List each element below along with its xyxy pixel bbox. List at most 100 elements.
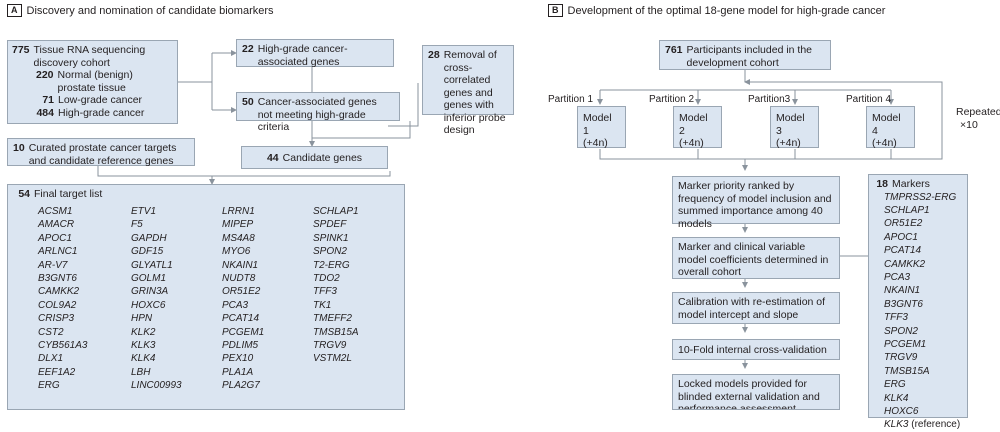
step-locked-models: Locked models provided for blinded exter… (672, 374, 840, 410)
participants-label: Participants included in the development… (686, 44, 813, 69)
gene: COL9A2 (38, 299, 77, 311)
non-high-grade-label: Cancer-associated genes not meeting high… (257, 96, 377, 133)
gene: CRISP3 (38, 313, 75, 325)
panel-b-header: B Development of the optimal 18-gene mod… (548, 4, 885, 17)
step-text: Locked models provided for blinded exter… (678, 378, 820, 410)
gene: MYO6 (222, 246, 251, 258)
step-text: 10-Fold internal cross-validation (678, 344, 827, 356)
gene: CYB561A3 (38, 340, 88, 352)
panel-b-letter: B (548, 4, 563, 17)
gene: TRGV9 (313, 340, 347, 352)
marker-gene: ERG (884, 379, 906, 391)
gene: HPN (131, 313, 153, 325)
removal-count: 28 (428, 49, 440, 61)
gene: PLA2G7 (222, 380, 260, 392)
participants-count: 761 (665, 44, 683, 56)
gene: SPINK1 (313, 232, 349, 244)
high-grade-genes-label: High-grade cancer-associated genes (257, 43, 348, 68)
panel-a-letter: A (7, 4, 22, 17)
non-high-grade-count: 50 (242, 96, 254, 108)
marker-gene: OR51E2 (884, 218, 923, 230)
gene: NUDT8 (222, 273, 256, 285)
gene: SPDEF (313, 219, 347, 231)
gene: GAPDH (131, 232, 167, 244)
gene: ARLNC1 (38, 246, 78, 258)
gene: HOXC6 (131, 299, 166, 311)
markers-count: 18 (876, 178, 888, 190)
gene: KLK2 (131, 326, 156, 338)
marker-gene: TFF3 (884, 312, 908, 324)
model-sub: (+4n) (583, 137, 608, 149)
marker-gene: APOC1 (884, 231, 918, 243)
normal-count: 220 (36, 69, 54, 81)
marker-gene: HOXC6 (884, 406, 919, 417)
gene: CST2 (38, 326, 64, 338)
discovery-total-label: Tissue RNA sequencing discovery cohort (33, 44, 146, 69)
step-calibration: Calibration with re-estimation of model … (672, 292, 840, 324)
panel-a-title: Discovery and nomination of candidate bi… (26, 4, 274, 17)
marker-gene: SPON2 (884, 325, 918, 337)
partition-label-3: Partition3 (748, 94, 791, 105)
candidate-genes-label: Candidate genes (282, 152, 363, 164)
gene: TDO2 (313, 273, 340, 285)
gene-column-3: LRRN1 MIPEP MS4A8 MYO6 NKAIN1 NUDT8 OR51… (222, 205, 264, 393)
gene: LRRN1 (222, 206, 255, 217)
marker-gene: CAMKK2 (884, 258, 926, 270)
marker-gene: KLK4 (884, 392, 909, 404)
gene: GRIN3A (131, 286, 169, 298)
reference-gene-row: KLK3 (reference) (884, 418, 962, 431)
gene-column-1: ACSM1 AMACR APOC1 ARLNC1 AR-V7 B3GNT6 CA… (38, 205, 87, 393)
gene: B3GNT6 (38, 273, 77, 285)
curated-count: 10 (13, 142, 25, 154)
gene: OR51E2 (222, 286, 261, 298)
gene: TFF3 (313, 286, 337, 298)
gene: APOC1 (38, 232, 72, 244)
low-grade-label: Low-grade cancer (58, 94, 143, 106)
gene: ETV1 (131, 206, 157, 217)
markers-label: Markers (892, 178, 930, 190)
model-box-1: Model 1 (+4n) (577, 106, 626, 149)
marker-gene: NKAIN1 (884, 285, 921, 297)
gene: KLK3 (131, 340, 156, 352)
model-name: Model 4 (872, 112, 901, 137)
low-grade-count: 71 (42, 94, 54, 106)
gene: EEF1A2 (38, 366, 76, 378)
gene: ACSM1 (38, 206, 73, 217)
marker-gene: SCHLAP1 (884, 204, 930, 216)
gene: CAMKK2 (38, 286, 80, 298)
gene: PLA1A (222, 366, 254, 378)
marker-gene: B3GNT6 (884, 298, 923, 310)
model-name: Model 3 (776, 112, 805, 137)
step-coefficients: Marker and clinical variable model coeff… (672, 237, 840, 279)
reference-note: (reference) (911, 419, 961, 431)
step-text: Calibration with re-estimation of model … (678, 296, 826, 321)
marker-gene: PCA3 (884, 271, 911, 283)
gene: ERG (38, 380, 60, 392)
gene: KLK4 (131, 353, 156, 365)
gene: GOLM1 (131, 273, 167, 285)
model-box-4: Model 4 (+4n) (866, 106, 915, 149)
model-sub: (+4n) (776, 137, 801, 149)
gene: PCGEM1 (222, 326, 265, 338)
model-sub: (+4n) (679, 137, 704, 149)
gene: AR-V7 (38, 259, 68, 271)
high-grade-label: High-grade cancer (58, 106, 145, 119)
marker-gene: PCAT14 (884, 245, 922, 257)
gene: PDLIM5 (222, 340, 259, 352)
removal-label: Removal of cross-correlated genes and ge… (443, 49, 506, 136)
final-target-label: Final target list (34, 188, 103, 200)
step-text: Marker and clinical variable model coeff… (678, 241, 829, 278)
repeated-label: Repeated ×10 (956, 106, 1000, 132)
model-name: Model 1 (583, 112, 612, 137)
gene: F5 (131, 219, 143, 231)
gene: DLX1 (38, 353, 64, 365)
step-text: Marker priority ranked by frequency of m… (678, 180, 832, 230)
marker-gene: TMPRSS2-ERG (884, 191, 957, 203)
model-sub: (+4n) (872, 137, 897, 149)
gene: TMSB15A (313, 326, 359, 338)
